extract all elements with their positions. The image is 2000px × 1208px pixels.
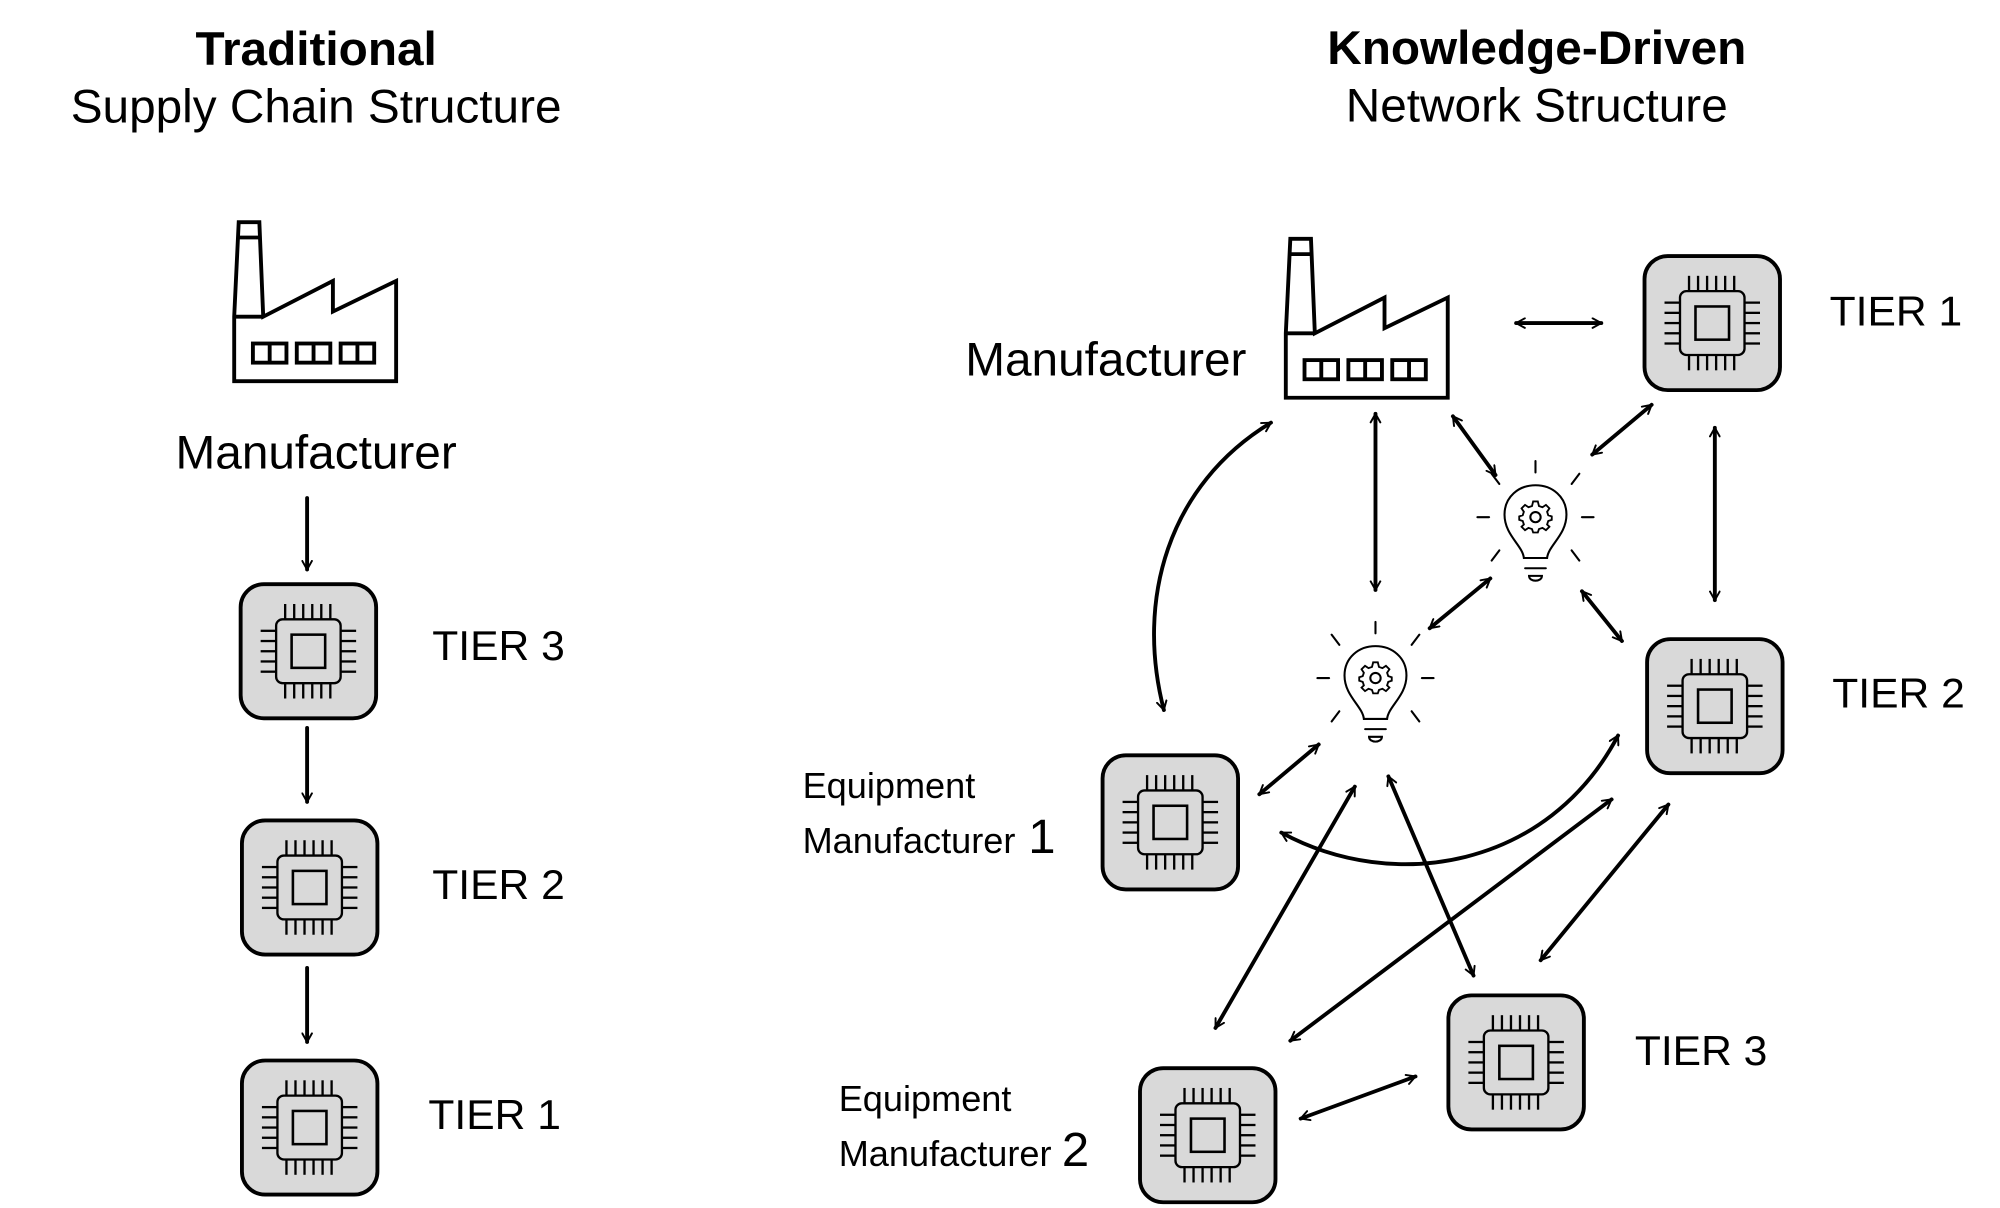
traditional-panel: Traditional Supply Chain Structure Manuf… bbox=[71, 23, 565, 1197]
left-manufacturer-label: Manufacturer bbox=[176, 427, 457, 480]
em2-label-text: Manufacturer bbox=[839, 1133, 1052, 1174]
network-connections bbox=[1152, 323, 1715, 1119]
arrow-bulb1-tier2 bbox=[1580, 589, 1624, 643]
left-tier1-label: TIER 1 bbox=[428, 1091, 561, 1138]
chip-icon bbox=[1100, 753, 1241, 892]
chip-icon bbox=[1138, 1066, 1278, 1205]
left-tier3-label: TIER 3 bbox=[432, 622, 565, 669]
arrow-manufacturer-em1 bbox=[1152, 420, 1273, 712]
factory-icon bbox=[232, 220, 399, 384]
arrow-manufacturer-bulb1 bbox=[1450, 414, 1498, 477]
knowledge-driven-panel: Knowledge-Driven Network Structure Manuf… bbox=[803, 22, 1965, 1205]
traditional-title: Traditional bbox=[195, 23, 436, 76]
right-tier2-label: TIER 2 bbox=[1832, 670, 1965, 717]
chip-icon bbox=[240, 1058, 380, 1197]
arrow-tier2-tier3 bbox=[1538, 802, 1671, 963]
em2-label-number: 2 bbox=[1062, 1123, 1089, 1177]
knowledge-title: Knowledge-Driven bbox=[1327, 22, 1746, 75]
knowledge-subtitle: Network Structure bbox=[1346, 80, 1728, 133]
arrow-tier1-bulb1 bbox=[1590, 402, 1654, 457]
chip-icon bbox=[1645, 637, 1785, 776]
chip-icon bbox=[238, 582, 379, 721]
em1-label-number: 1 bbox=[1028, 810, 1055, 864]
em1-label-line2: Manufacturer 1 bbox=[803, 810, 1056, 864]
right-tier3-label: TIER 3 bbox=[1635, 1027, 1768, 1074]
arrow-em2-tier3 bbox=[1298, 1076, 1418, 1118]
chip-icon bbox=[1446, 993, 1586, 1132]
right-tier1-label: TIER 1 bbox=[1830, 288, 1963, 335]
arrow-bulb2-em1 bbox=[1257, 742, 1321, 797]
em1-label-line1: Equipment bbox=[803, 765, 976, 806]
arrow-bulb2-tier3 bbox=[1388, 774, 1473, 978]
lightbulb-gear-icon bbox=[1476, 459, 1595, 582]
chip-icon bbox=[240, 818, 380, 957]
arrow-bulb1-bulb2 bbox=[1427, 576, 1493, 631]
chip-icon bbox=[1642, 254, 1782, 393]
em2-label-line1: Equipment bbox=[839, 1078, 1012, 1119]
lightbulb-gear-icon bbox=[1316, 620, 1435, 743]
traditional-subtitle: Supply Chain Structure bbox=[71, 81, 562, 134]
right-manufacturer-label: Manufacturer bbox=[965, 334, 1246, 387]
arrow-em1-tier2 bbox=[1279, 733, 1620, 867]
left-tier2-label: TIER 2 bbox=[432, 861, 565, 908]
factory-icon bbox=[1283, 236, 1450, 400]
em1-label-text: Manufacturer bbox=[803, 820, 1016, 861]
